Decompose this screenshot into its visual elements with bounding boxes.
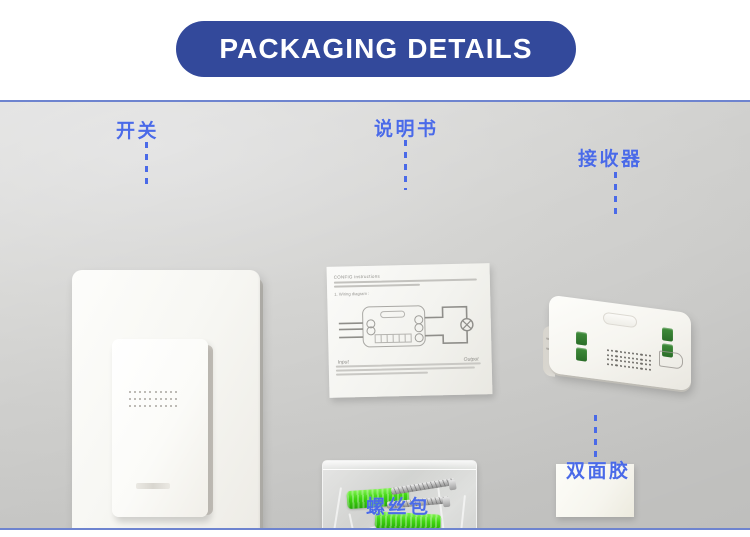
divider-bottom (0, 528, 750, 530)
manual-input-label: Input (337, 359, 349, 366)
manual-output-label: Output (463, 356, 479, 363)
manual-wiring-diagram: Input Output (334, 296, 484, 366)
manual-footnote (335, 362, 485, 376)
page-title-banner: PACKAGING DETAILS (176, 21, 576, 77)
screw-pack-bag (322, 460, 477, 528)
wiring-diagram-svg (338, 305, 474, 348)
receiver-terminal (576, 347, 587, 362)
product-photo: CONFIG instructions 1. Wiring diagram : (0, 102, 750, 528)
instruction-manual-sheet: CONFIG instructions 1. Wiring diagram : (326, 263, 493, 398)
switch-indicator-strip (136, 483, 170, 489)
receiver-terminal (576, 331, 587, 346)
double-sided-tape-pad (556, 464, 634, 517)
receiver-logo-mark (659, 350, 683, 370)
receiver-terminal (662, 327, 673, 342)
header-zone: PACKAGING DETAILS (0, 0, 750, 101)
switch-rocker-edge (205, 345, 213, 515)
switch-rocker-button (112, 339, 208, 517)
leader-line-switch (145, 142, 148, 190)
page-title: PACKAGING DETAILS (219, 33, 533, 64)
screw-head (442, 496, 451, 508)
leader-line-tape (594, 415, 597, 458)
callout-label-switch: 开关 (116, 120, 160, 142)
manual-section-title: 1. Wiring diagram : (334, 290, 370, 297)
callout-label-screws: 螺丝包 (366, 496, 431, 518)
callout-label-tape: 双面胶 (566, 460, 631, 482)
callout-label-manual: 说明书 (374, 118, 439, 140)
bag-seal-strip (323, 461, 476, 470)
receiver-device (543, 294, 691, 400)
screw-head (448, 479, 457, 491)
leader-line-receiver (614, 172, 617, 220)
leader-line-manual (404, 140, 407, 190)
switch-dot-matrix (127, 388, 179, 409)
divider-top (0, 100, 750, 102)
callout-label-receiver: 接收器 (578, 148, 643, 170)
